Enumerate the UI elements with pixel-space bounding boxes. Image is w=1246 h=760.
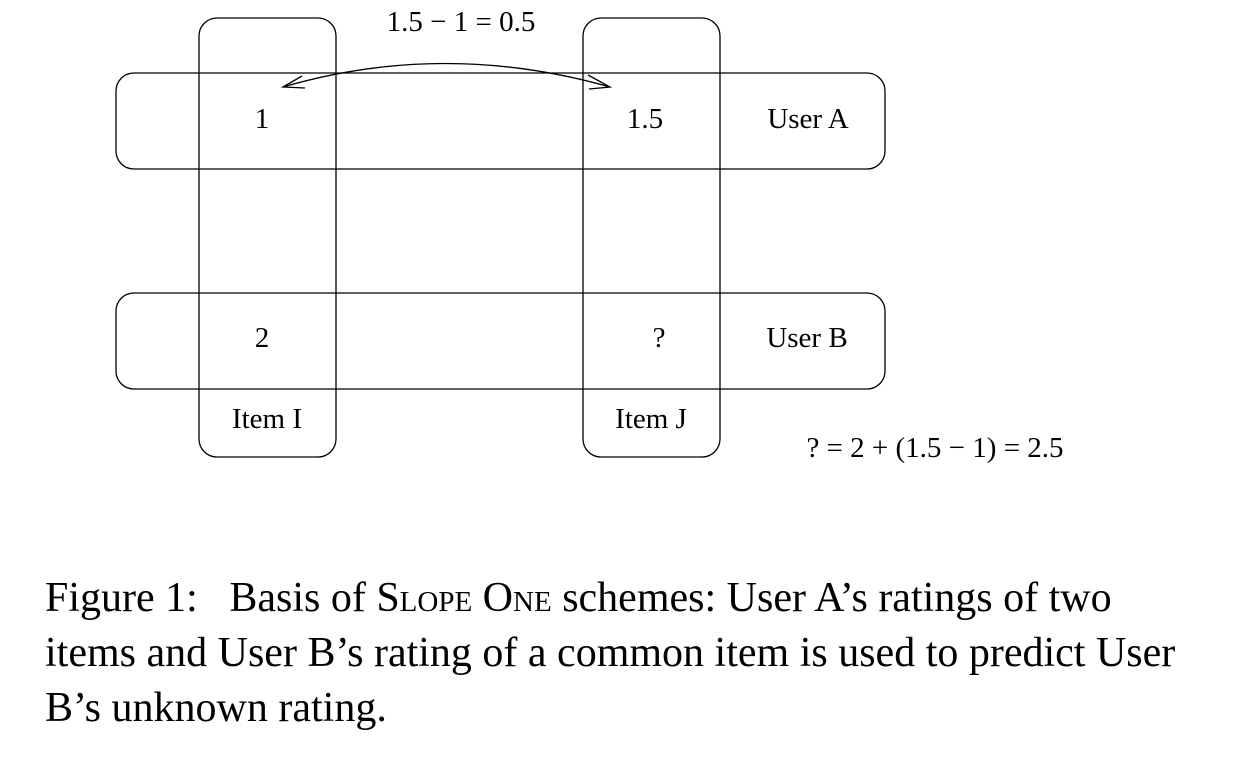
item-i-column-box [198, 17, 337, 458]
prediction-formula: ? = 2 + (1.5 − 1) = 2.5 [806, 432, 1063, 464]
user-a-item-i-rating: 1 [255, 103, 270, 135]
difference-arc [282, 62, 611, 88]
arc-arrowhead-left [280, 75, 306, 89]
user-a-row-box [115, 72, 886, 170]
item-i-label: Item I [232, 403, 302, 435]
arc-arrowhead-right [587, 74, 613, 90]
user-b-item-j-unknown-rating: ? [653, 322, 666, 354]
slope-one-diagram: 1.5 − 1 = 0.5 1 1.5 User A 2 ? User B It… [115, 6, 1064, 464]
user-a-item-j-rating: 1.5 [627, 103, 663, 135]
caption-text-before: Basis of [229, 575, 366, 621]
user-b-label: User B [766, 322, 847, 354]
item-j-column-box [582, 17, 721, 458]
item-j-label: Item J [615, 403, 687, 435]
user-b-item-i-rating: 2 [255, 322, 270, 354]
figure-caption: Figure 1: Basis of Slope One schemes: Us… [45, 571, 1205, 736]
user-b-row-box [115, 292, 886, 390]
difference-formula: 1.5 − 1 = 0.5 [387, 6, 536, 38]
caption-text-after: schemes: User A’s ratings of two items a… [45, 575, 1176, 731]
caption-prefix: Figure 1: [45, 575, 198, 621]
user-a-label: User A [767, 103, 848, 135]
caption-scheme-name: Slope One [376, 575, 552, 621]
